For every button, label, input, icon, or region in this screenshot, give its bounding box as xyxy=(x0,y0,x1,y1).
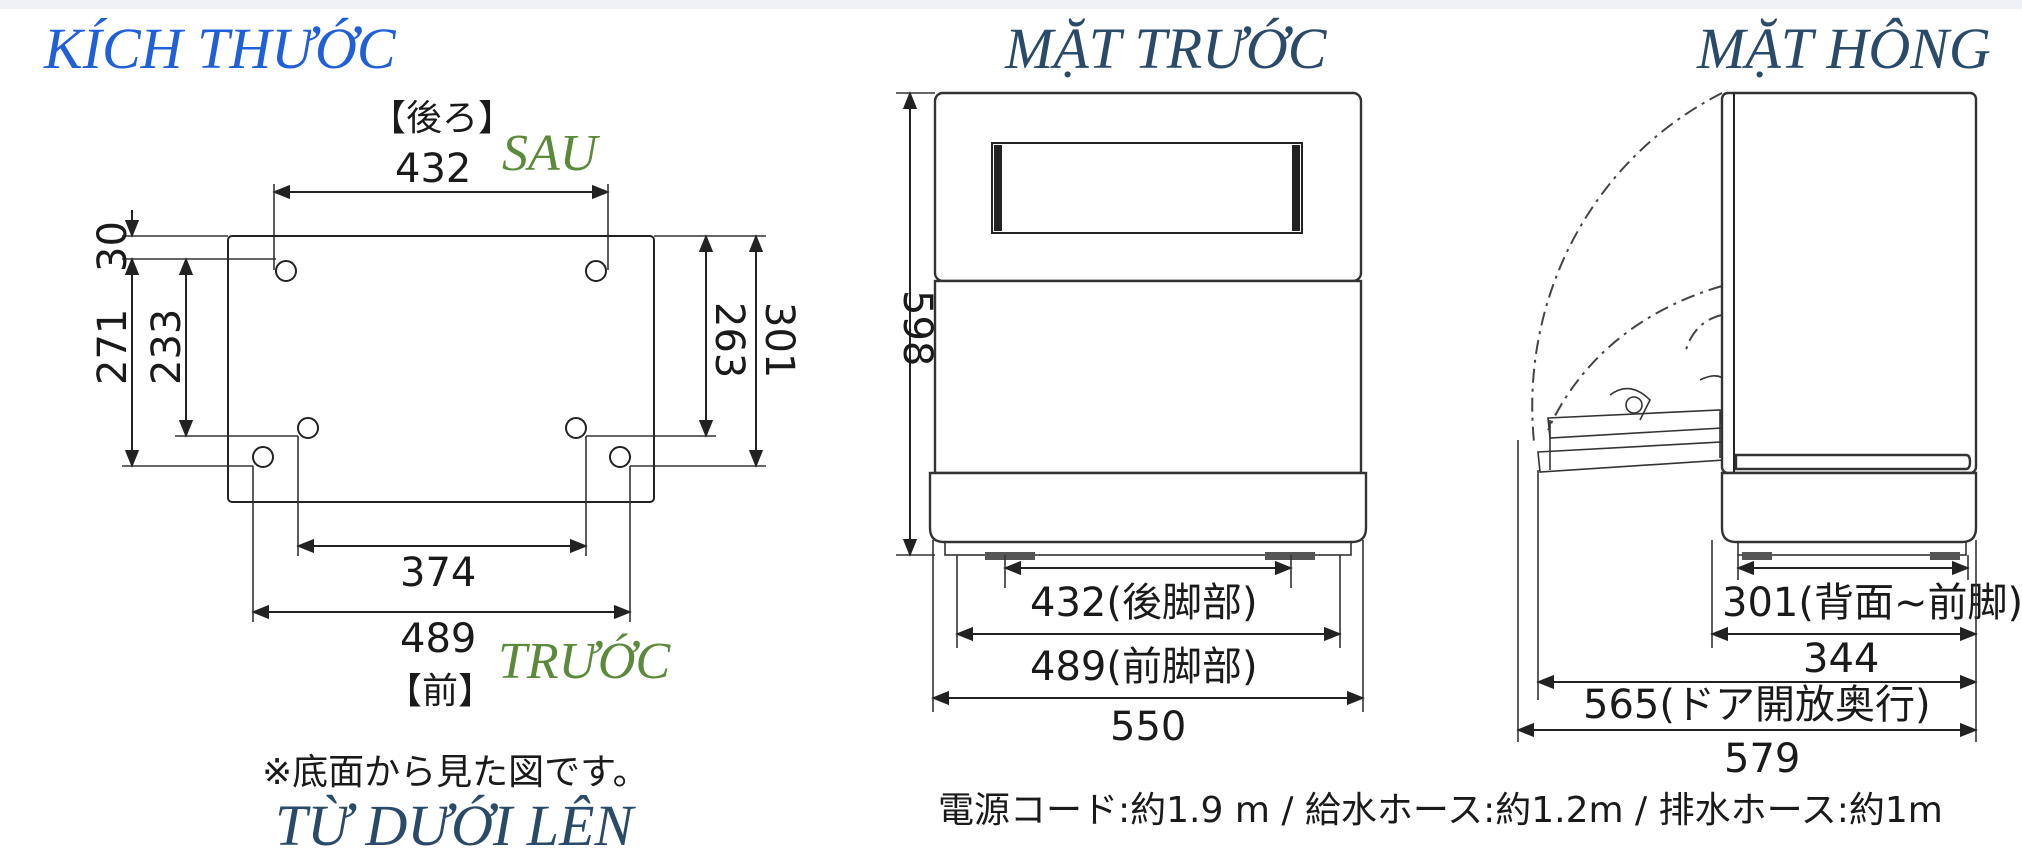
top-strip xyxy=(0,0,2022,9)
bottom-view-note: ※底面から見た図です。 xyxy=(262,752,649,793)
dim-30: 30 xyxy=(90,221,136,272)
dim-598: 598 xyxy=(894,290,940,366)
foot-mid-left xyxy=(297,417,319,439)
dim-263: 263 xyxy=(706,302,752,378)
dim-301: 301 xyxy=(756,302,802,378)
front-view-diagram: 598 432(後脚部) 489(前脚部) 550 xyxy=(894,91,1368,750)
pulled-out-rack xyxy=(1537,375,1729,473)
door-swing-inner-arc xyxy=(1547,285,1723,431)
heading-front-view: MẶT TRƯỚC xyxy=(1004,16,1328,81)
door-swing-outer-arc xyxy=(1531,92,1723,443)
front-label-vi: TRƯỚC xyxy=(498,632,671,690)
side-cabinet xyxy=(1720,91,1978,475)
foot-rear-right xyxy=(585,260,607,282)
dim-550: 550 xyxy=(1110,704,1186,750)
side-base xyxy=(1720,471,1978,544)
front-label-jp: 【前】 xyxy=(386,671,494,712)
rear-label-jp: 【後ろ】 xyxy=(370,98,514,139)
foot-front-right xyxy=(609,446,631,468)
dim-271: 271 xyxy=(90,309,136,385)
front-base xyxy=(928,471,1368,544)
dim-489: 489 xyxy=(400,616,476,662)
dim-432-rear-feet: 432(後脚部) xyxy=(1030,580,1258,626)
cable-hose-lengths-note: 電源コード:約1.9 m / 給水ホース:約1.2m / 排水ホース:約1m xyxy=(938,790,1943,831)
dim-489-front-feet: 489(前脚部) xyxy=(1030,644,1258,690)
rear-label-vi: SAU xyxy=(502,125,601,182)
dim-301-back-to-front-feet: 301(背面~前脚) xyxy=(1722,580,2022,626)
dim-233: 233 xyxy=(144,309,190,385)
foot-rear-left xyxy=(275,260,297,282)
front-lower-body xyxy=(933,279,1363,475)
front-window xyxy=(991,142,1303,234)
dim-565-door-open: 565(ドア開放奥行) xyxy=(1583,682,1931,728)
foot-mid-right xyxy=(565,417,587,439)
foot-front-left xyxy=(252,446,274,468)
dim-344: 344 xyxy=(1803,636,1879,682)
heading-bottom-view: TỪ DƯỚI LÊN xyxy=(275,793,636,858)
bottom-view-diagram: 【後ろ】 SAU 432 30 271 233 xyxy=(90,98,802,793)
dim-374: 374 xyxy=(400,550,476,596)
dim-579: 579 xyxy=(1724,736,1800,782)
side-view-diagram: 301(背面~前脚) 344 565(ドア開放奥行) 579 xyxy=(1516,91,2022,782)
dim-rear-feet-width: 432 xyxy=(395,146,471,192)
heading-size: KÍCH THƯỚC xyxy=(43,16,397,81)
heading-side-view: MẶT HÔNG xyxy=(1696,16,1991,81)
